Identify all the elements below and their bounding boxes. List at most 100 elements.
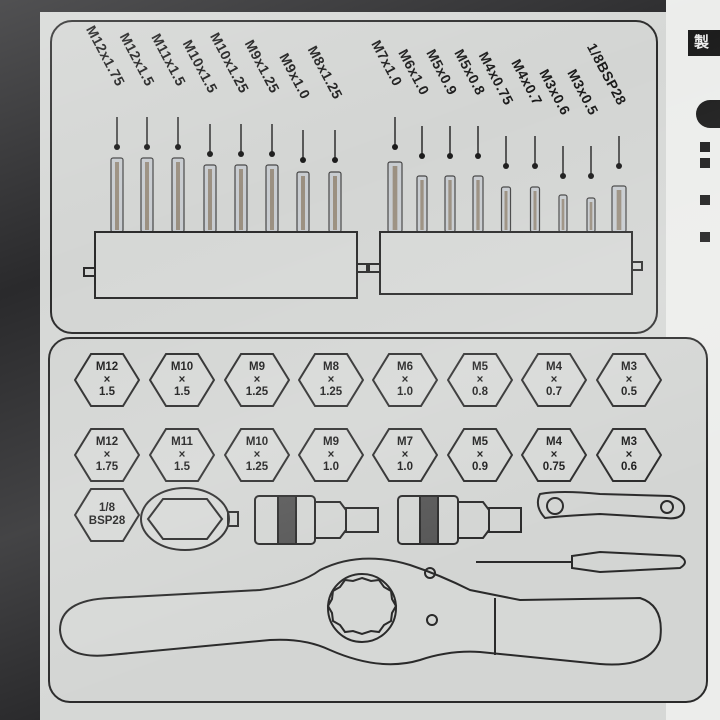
hexagon-die-icon (74, 488, 140, 542)
die-item: M10×1.5 (149, 353, 215, 407)
hexagon-die-icon (149, 353, 215, 407)
die-label: × (625, 373, 633, 386)
holder-pin (631, 261, 643, 271)
die-label: 0.75 (542, 461, 566, 473)
hexagon-die-icon (447, 428, 513, 482)
die-label: × (476, 448, 484, 461)
die-label: 1.0 (323, 461, 339, 473)
die-label: BSP28 (88, 514, 126, 527)
die-item: M5×0.9 (447, 428, 513, 482)
die-item: M10×1.25 (224, 428, 290, 482)
hexagon-die-icon (596, 353, 662, 407)
hexagon-die-icon (149, 428, 215, 482)
die-label: × (327, 448, 335, 461)
die-label: M11 (171, 436, 193, 448)
bullet-icon (700, 142, 710, 152)
die-label: M5 (472, 436, 488, 448)
die-label: × (401, 448, 409, 461)
holder-pin (356, 263, 368, 273)
die-item: M3×0.6 (596, 428, 662, 482)
die-item: M4×0.75 (521, 428, 587, 482)
die-label: M5 (472, 361, 488, 373)
die-label: × (550, 373, 558, 386)
die-label: × (401, 373, 409, 386)
die-label: 1.25 (319, 386, 343, 398)
hexagon-die-icon (298, 428, 364, 482)
die-label: M4 (546, 361, 562, 373)
die-label: M6 (397, 361, 413, 373)
die-label: × (178, 373, 186, 386)
die-label: 1.75 (95, 461, 119, 473)
hexagon-die-icon (224, 353, 290, 407)
die-label: M4 (546, 436, 562, 448)
die-label: M8 (323, 361, 339, 373)
die-item: M12×1.75 (74, 428, 140, 482)
die-label: 1.25 (245, 461, 269, 473)
die-label: M12 (95, 361, 119, 373)
die-item: M9×1.25 (224, 353, 290, 407)
hexagon-die-icon (521, 428, 587, 482)
side-info-tag: 製 (688, 30, 720, 56)
die-label: × (253, 448, 261, 461)
die-item: M11×1.5 (149, 428, 215, 482)
screwdriver (476, 550, 686, 574)
die-label: M9 (323, 436, 339, 448)
die-label: × (103, 373, 111, 386)
die-label: × (103, 448, 111, 461)
die-label: 1.5 (174, 386, 190, 398)
die-label: 0.8 (472, 386, 488, 398)
die-label: × (178, 448, 186, 461)
hexagon-die-icon (224, 428, 290, 482)
die-label: 1.5 (99, 386, 115, 398)
die-label: 1.25 (245, 386, 269, 398)
hexagon-die-icon (298, 353, 364, 407)
left-tap-holder (94, 231, 358, 299)
die-item: M7×1.0 (372, 428, 438, 482)
hexagon-die-icon (372, 353, 438, 407)
die-label: × (550, 448, 558, 461)
die-label: M10 (245, 436, 269, 448)
hexagon-die-icon (521, 353, 587, 407)
die-label: × (253, 373, 261, 386)
die-label: M10 (170, 361, 194, 373)
die-label: M7 (397, 436, 413, 448)
die-label: M3 (621, 361, 637, 373)
hexagon-die-icon (74, 353, 140, 407)
die-label: 1.0 (397, 461, 413, 473)
die-label: M12 (95, 436, 119, 448)
die-item: M8×1.25 (298, 353, 364, 407)
die-item: M3×0.5 (596, 353, 662, 407)
bullet-icon (700, 158, 710, 168)
bullet-icon (700, 232, 710, 242)
hexagon-die-icon (447, 353, 513, 407)
die-label: × (625, 448, 633, 461)
die-label: × (476, 373, 484, 386)
hexagon-die-icon (372, 428, 438, 482)
die-label: 1.0 (397, 386, 413, 398)
hexagon-die-icon (596, 428, 662, 482)
die-item: M6×1.0 (372, 353, 438, 407)
die-label: 0.9 (472, 461, 488, 473)
ratchet-handle (58, 557, 662, 666)
die-holder (140, 487, 239, 551)
die-label: 1.5 (174, 461, 190, 473)
die-label: 1/8 (99, 502, 115, 514)
die-label: 0.6 (621, 461, 637, 473)
tap-wrench-2 (397, 495, 522, 545)
side-info-pill (696, 100, 720, 128)
die-label: M3 (621, 436, 637, 448)
